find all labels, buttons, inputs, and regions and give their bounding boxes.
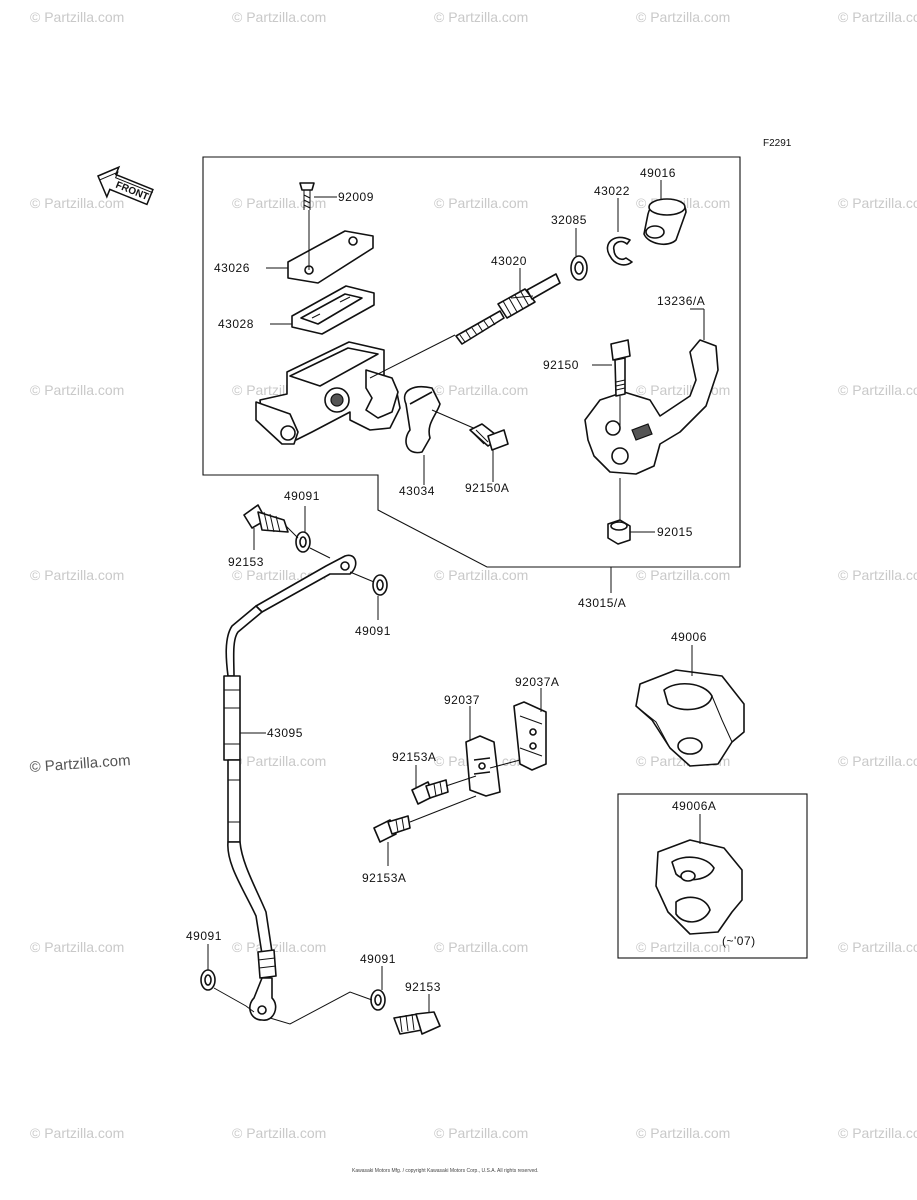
- copyright-note: Kawasaki Motors Mfg. / copyright Kawasak…: [352, 1168, 538, 1174]
- part-label-92037: 92037: [444, 693, 480, 707]
- part-label-49006A: 49006A: [672, 799, 716, 813]
- master-cylinder-body: [255, 341, 401, 445]
- watermark: © Partzilla.com: [636, 382, 730, 398]
- brake-hose-43095: [223, 554, 357, 1021]
- watermark: © Partzilla.com: [30, 567, 124, 583]
- watermark: © Partzilla.com: [434, 9, 528, 25]
- watermark: © Partzilla.com: [636, 9, 730, 25]
- watermark: © Partzilla.com: [838, 939, 917, 955]
- banjo-bolt-92153-upper: [243, 504, 289, 533]
- watermark: © Partzilla.com: [434, 195, 528, 211]
- part-label-43020: 43020: [491, 254, 527, 268]
- assembly-line-lower: [213, 987, 255, 1013]
- watermark: © Partzilla.com: [434, 382, 528, 398]
- watermark: © Partzilla.com: [636, 567, 730, 583]
- piston-43020: [455, 273, 561, 345]
- clamp-43034: [403, 386, 441, 454]
- part-label-49091-upper-a: 49091: [284, 489, 320, 503]
- part-label-32085: 32085: [551, 213, 587, 227]
- washer-49091-lower-a: [200, 969, 216, 991]
- watermark: © Partzilla.com: [30, 9, 124, 25]
- part-label-49091-lower-a: 49091: [186, 929, 222, 943]
- watermark-center: © Partzilla.com: [29, 752, 131, 776]
- watermark-grid: © Partzilla.com © Partzilla.com © Partzi…: [29, 9, 917, 1141]
- part-label-43015A: 43015/A: [578, 596, 626, 610]
- variant-box-49006A: [617, 793, 808, 959]
- brake-lever-13236A: [584, 339, 719, 475]
- part-label-92153-lower: 92153: [405, 980, 441, 994]
- part-label-49091-lower-b: 49091: [360, 952, 396, 966]
- part-label-92153A-upper: 92153A: [392, 750, 436, 764]
- watermark: © Partzilla.com: [838, 567, 917, 583]
- assembly-line-upper: [285, 525, 331, 559]
- bracket-92037A: [513, 701, 547, 771]
- watermark: © Partzilla.com: [434, 1125, 528, 1141]
- watermark: © Partzilla.com: [838, 195, 917, 211]
- bolt-92153A-lower: [373, 815, 411, 843]
- part-label-43095: 43095: [267, 726, 303, 740]
- part-label-43028: 43028: [218, 317, 254, 331]
- watermark: © Partzilla.com: [434, 567, 528, 583]
- banjo-bolt-92153-lower: [393, 1011, 441, 1035]
- circlip-43022: [606, 236, 633, 266]
- part-label-92153A-lower: 92153A: [362, 871, 406, 885]
- watermark: © Partzilla.com: [30, 939, 124, 955]
- watermark: © Partzilla.com: [30, 382, 124, 398]
- assembly-line-lower: [269, 991, 373, 1025]
- part-label-92150A: 92150A: [465, 481, 509, 495]
- switch-housing-49006: [635, 669, 745, 767]
- washer-32085: [570, 255, 588, 281]
- washer-49091-upper-b: [372, 574, 388, 596]
- nut-92015: [607, 519, 631, 545]
- part-label-92037A: 92037A: [515, 675, 559, 689]
- watermark: © Partzilla.com: [232, 939, 326, 955]
- part-label-13236A: 13236/A: [657, 294, 705, 308]
- part-label-92153-upper: 92153: [228, 555, 264, 569]
- switch-housing-49006A: [655, 839, 743, 935]
- watermark: © Partzilla.com: [838, 1125, 917, 1141]
- watermark: © Partzilla.com: [434, 939, 528, 955]
- boot-49016: [643, 198, 687, 246]
- assembly-frame-43015A: [202, 156, 741, 568]
- clamp-bolt-92150A: [469, 423, 509, 451]
- washer-49091-lower-b: [370, 989, 386, 1011]
- watermark: © Partzilla.com: [30, 195, 124, 211]
- watermark: © Partzilla.com: [636, 939, 730, 955]
- part-label-92009: 92009: [338, 190, 374, 204]
- watermark: © Partzilla.com: [232, 753, 326, 769]
- watermark: © Partzilla.com: [636, 1125, 730, 1141]
- part-label-49016: 49016: [640, 166, 676, 180]
- assembly-line-upper: [349, 571, 375, 583]
- watermark: © Partzilla.com: [838, 382, 917, 398]
- watermark: © Partzilla.com: [838, 753, 917, 769]
- part-label-49006: 49006: [671, 630, 707, 644]
- part-label-92015: 92015: [657, 525, 693, 539]
- diaphragm-43028: [291, 285, 375, 335]
- watermark: © Partzilla.com: [232, 9, 326, 25]
- part-label-43034: 43034: [399, 484, 435, 498]
- watermark: © Partzilla.com: [838, 9, 917, 25]
- watermark: © Partzilla.com: [232, 195, 326, 211]
- diagram-code: F2291: [763, 138, 792, 149]
- part-label-43026: 43026: [214, 261, 250, 275]
- hose-clamp-92037: [465, 735, 501, 797]
- pivot-bolt-92150: [610, 339, 631, 397]
- watermark: © Partzilla.com: [30, 1125, 124, 1141]
- part-label-92150: 92150: [543, 358, 579, 372]
- screw-92009: [299, 182, 315, 210]
- variant-note: (~'07): [722, 934, 756, 948]
- washer-49091-upper-a: [295, 531, 311, 553]
- bolt-92153A-upper: [411, 779, 449, 805]
- part-label-49091-upper-b: 49091: [355, 624, 391, 638]
- reservoir-cap-43026: [287, 230, 374, 284]
- part-label-43022: 43022: [594, 184, 630, 198]
- watermark: © Partzilla.com: [232, 1125, 326, 1141]
